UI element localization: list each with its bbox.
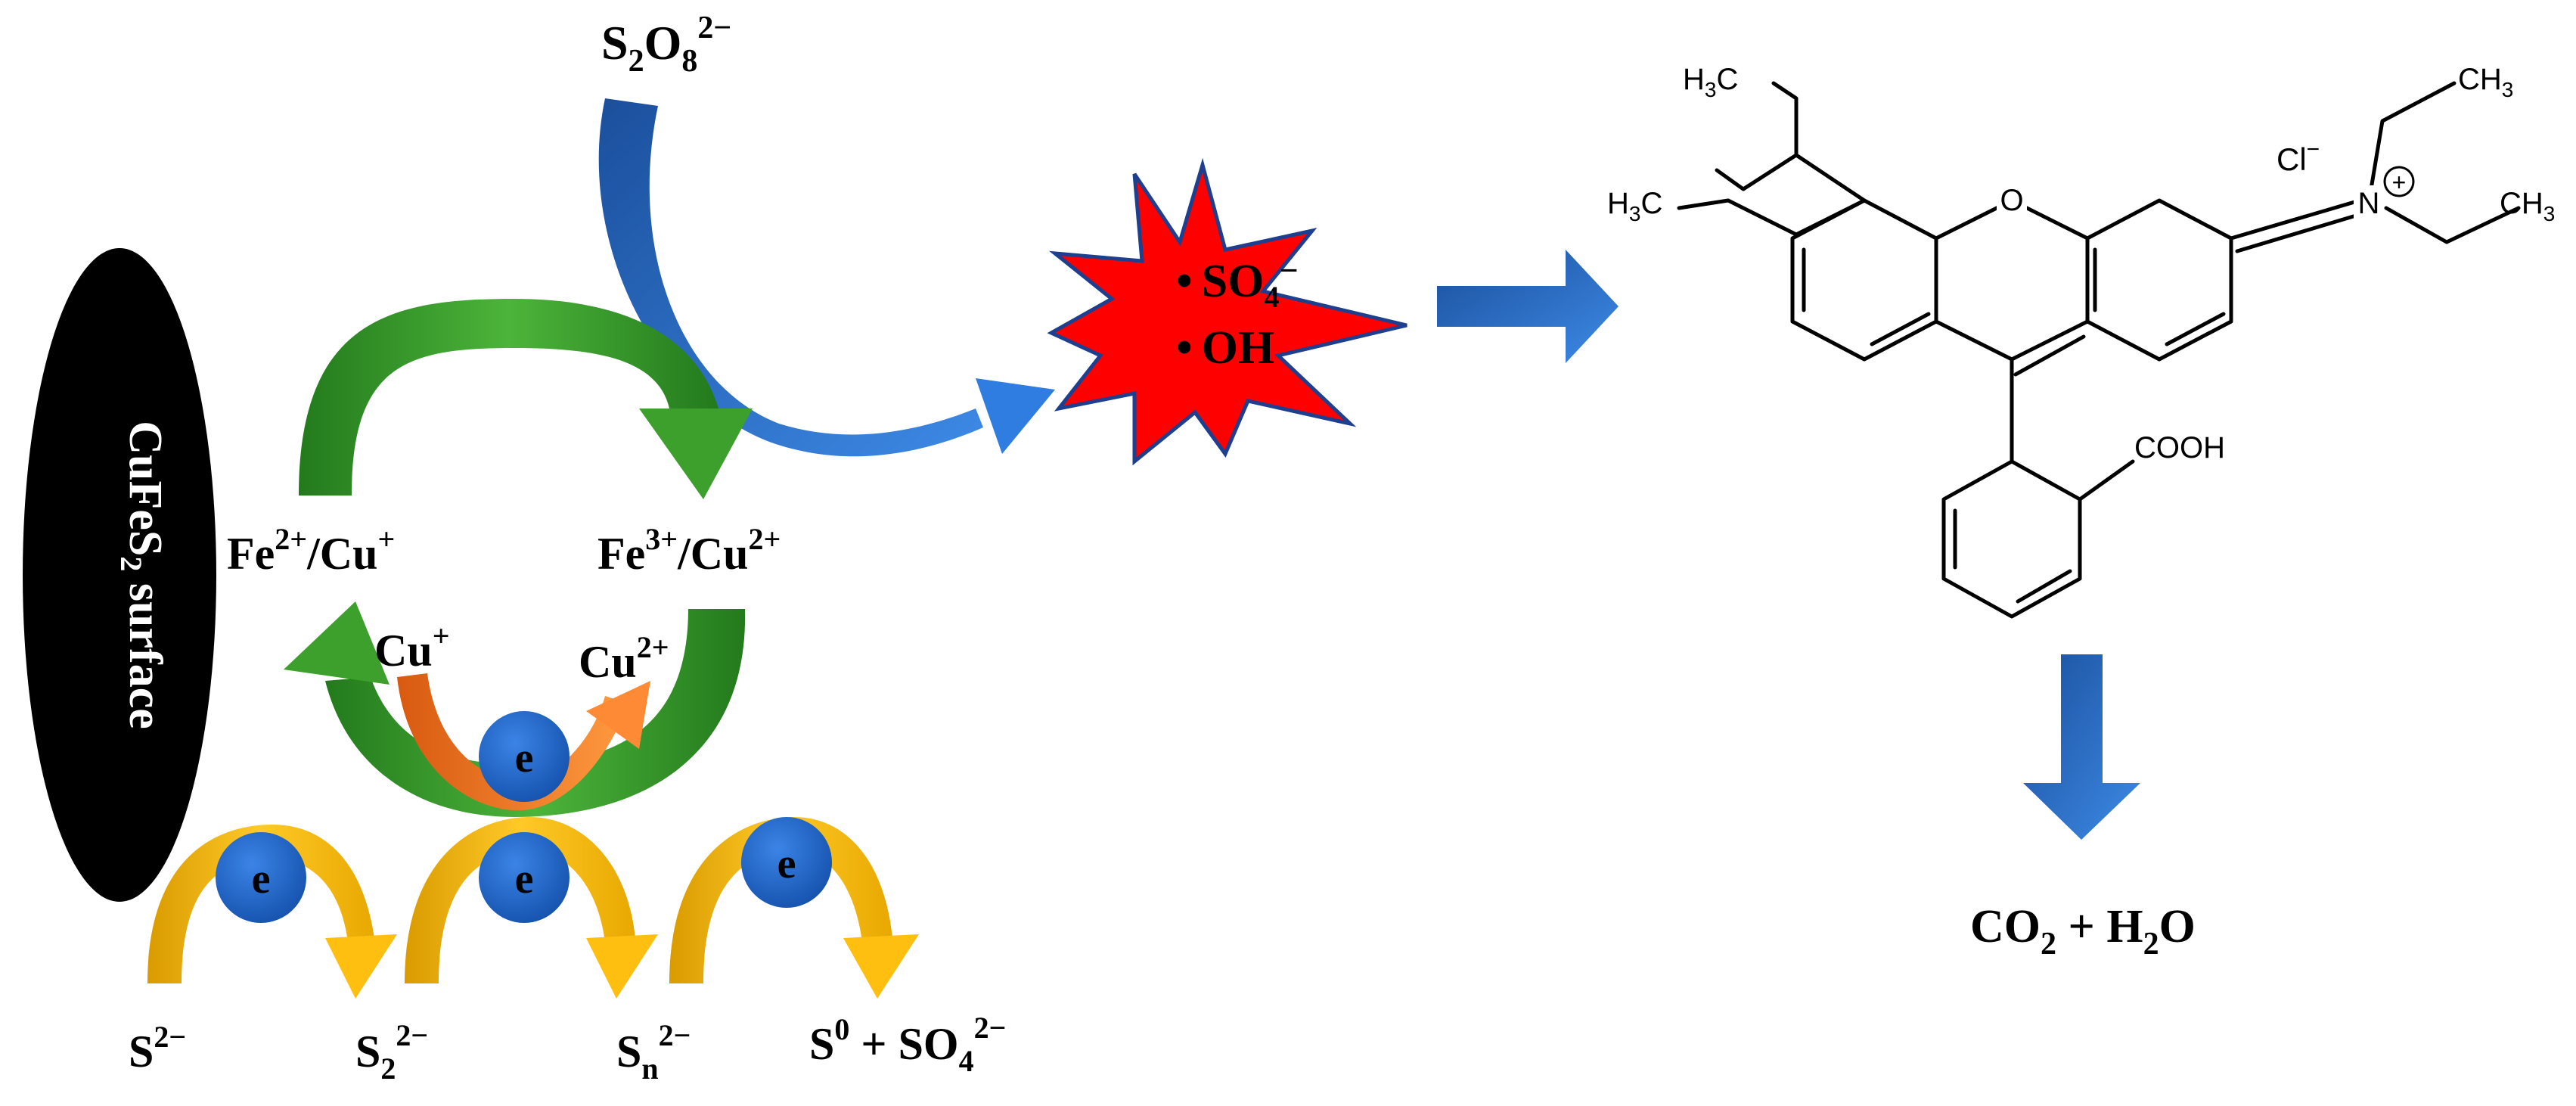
polysulfide-label: Sn2− — [616, 1018, 691, 1086]
chloride-label: Cl− — [2277, 137, 2320, 177]
nitrogen-label: N — [2358, 187, 2380, 220]
surface-label: CuFeS2 surface — [114, 421, 171, 729]
iron-oxidation-arrow — [299, 299, 753, 499]
cufes2-surface: CuFeS2 surface — [23, 248, 216, 902]
cu-plus-label: Cu+ — [374, 619, 450, 676]
ch3-mid-label: CH3 — [2500, 187, 2555, 225]
sulfate-radical: •SO4− — [1176, 252, 1299, 314]
positive-charge: + — [2392, 169, 2407, 196]
dye-labels: H3C H3C CH3 CH3 Cl− O N + COOH — [1607, 63, 2555, 464]
ch3-top-label: CH3 — [2458, 63, 2513, 101]
sulfide-label: S2− — [129, 1020, 186, 1076]
hydroxyl-radical: •OH — [1176, 322, 1274, 374]
fe3-cu2-label: Fe3+/Cu2+ — [597, 522, 781, 579]
degradation-arrow-right — [1437, 250, 1619, 363]
products-label: CO2 + H2O — [1970, 901, 2196, 962]
iron-reduction-arrow — [284, 601, 746, 817]
disulfide-label: S22− — [355, 1018, 428, 1086]
h3c-mid-label: H3C — [1607, 187, 1662, 225]
mineralization-arrow-down — [2023, 654, 2140, 840]
electron-3: e — [741, 817, 832, 908]
persulfate-arrow — [598, 98, 1055, 457]
persulfate-label: S2O82− — [601, 11, 731, 79]
radical-burst: •SO4− •OH — [1047, 157, 1407, 466]
dye-molecule — [1677, 81, 2521, 619]
cu-2plus-label: Cu2+ — [579, 630, 669, 687]
electron-label: e — [515, 735, 534, 781]
fe2-cu-label: Fe2+/Cu+ — [227, 522, 395, 579]
oxygen-label: O — [2000, 184, 2023, 217]
electron-label: e — [515, 856, 534, 903]
electron-2: e — [479, 832, 570, 923]
h3c-top-label: H3C — [1683, 63, 1738, 101]
copper-oxidation-arrow — [397, 673, 650, 811]
electron-1: e — [216, 832, 306, 923]
electron-label: e — [777, 840, 796, 887]
electron-label: e — [252, 856, 271, 903]
electron-top: e — [479, 711, 570, 802]
cooh-label: COOH — [2134, 431, 2225, 464]
sulfur-oxidation-arrows — [147, 817, 919, 999]
sulfur-sulfate-label: S0 + SO42− — [809, 1011, 1006, 1078]
